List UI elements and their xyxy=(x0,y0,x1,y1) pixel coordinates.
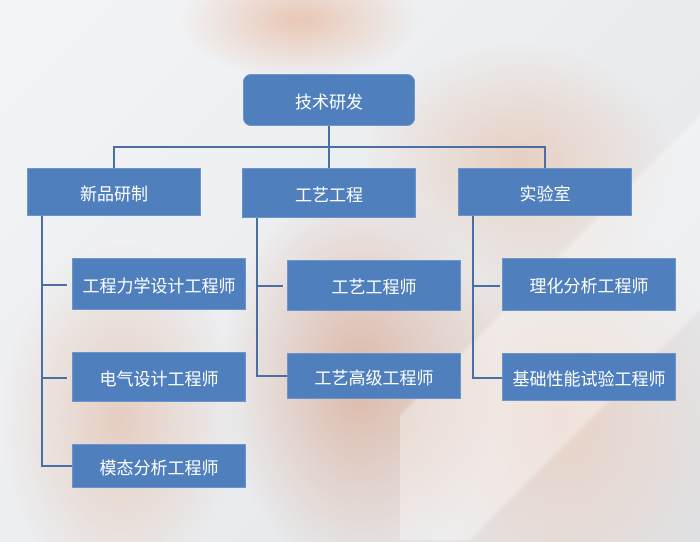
connector-line xyxy=(256,375,287,377)
connector-line xyxy=(113,146,115,168)
role-node: 电气设计工程师 xyxy=(72,352,246,402)
connector-line xyxy=(256,285,283,287)
connector-line xyxy=(41,284,67,286)
connector-line xyxy=(41,465,72,467)
connector-line xyxy=(472,285,500,287)
connector-line xyxy=(472,377,502,379)
department-node: 工艺工程 xyxy=(242,168,416,218)
connector-line xyxy=(41,215,43,466)
root-node: 技术研发 xyxy=(243,74,415,126)
connector-line xyxy=(41,377,67,379)
role-node: 工程力学设计工程师 xyxy=(72,258,246,310)
role-node: 模态分析工程师 xyxy=(72,444,246,488)
connector-line xyxy=(256,218,258,376)
role-node: 理化分析工程师 xyxy=(502,258,676,311)
role-node: 工艺工程师 xyxy=(287,260,461,311)
role-node: 基础性能试验工程师 xyxy=(502,353,676,401)
role-node: 工艺高级工程师 xyxy=(287,353,461,399)
department-node: 新品研制 xyxy=(27,168,201,216)
connector-line xyxy=(544,146,546,168)
connector-line xyxy=(472,215,474,378)
department-node: 实验室 xyxy=(458,168,632,216)
connector-line xyxy=(113,146,546,148)
